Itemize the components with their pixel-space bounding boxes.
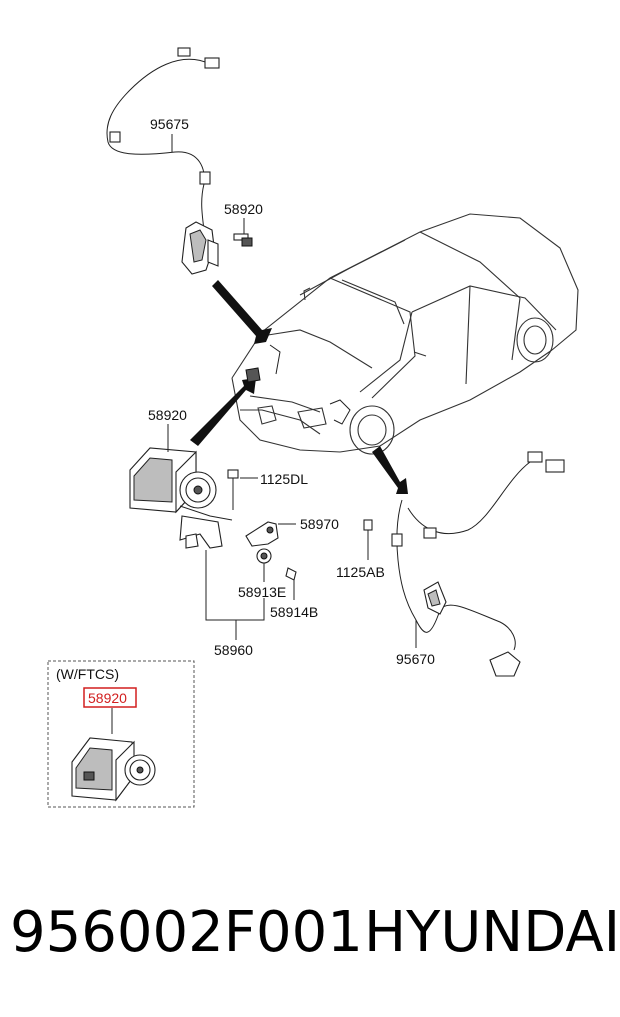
arrow-hcu — [190, 378, 256, 446]
callout-58960: 58960 — [214, 642, 253, 658]
bracket-58970 — [245, 521, 296, 547]
callout-1125AB: 1125AB — [336, 564, 385, 580]
bolt-1125DL — [227, 469, 258, 510]
callout-58920-top: 58920 — [224, 201, 263, 217]
leader-58960 — [205, 550, 265, 640]
callout-95675: 95675 — [150, 116, 189, 132]
bolt-1125AB — [363, 519, 373, 560]
callout-95670: 95670 — [396, 651, 435, 667]
highlight-box — [83, 687, 137, 708]
bushing-58913E — [256, 548, 272, 582]
callout-1125DL: 1125DL — [260, 471, 308, 487]
callout-58914B: 58914B — [270, 604, 318, 620]
parts-diagram: 95675 58920 58920 1125DL 58970 58913E 58… — [47, 47, 579, 808]
wheel-speed-sensor-95670 — [391, 451, 565, 677]
arrow-top-sensor — [212, 280, 272, 344]
hcu-module — [129, 447, 233, 549]
inset-title: (W/FTCS) — [56, 666, 119, 682]
inset-part-label[interactable]: 58920 — [88, 690, 127, 706]
car-illustration — [231, 213, 579, 455]
footer: 956002F001 HYUNDAI — [0, 900, 620, 980]
callout-58913E: 58913E — [238, 584, 286, 600]
arrow-front-sensor — [372, 446, 408, 494]
bolt-58914B — [285, 567, 297, 600]
wheel-speed-sensor-95675 — [106, 47, 220, 275]
car-hook-top — [269, 344, 281, 375]
inset-wftcs: (W/FTCS) 58920 — [47, 660, 195, 808]
part-number: 956002F001 — [10, 900, 363, 965]
car-clip — [245, 367, 261, 383]
callout-58920-mid: 58920 — [148, 407, 187, 423]
car-hook-front — [329, 399, 351, 425]
brand-name: HYUNDAI — [364, 900, 620, 965]
inset-hcu-module — [71, 737, 156, 802]
callout-58970: 58970 — [300, 516, 339, 532]
bolt-58920-top — [233, 233, 253, 247]
